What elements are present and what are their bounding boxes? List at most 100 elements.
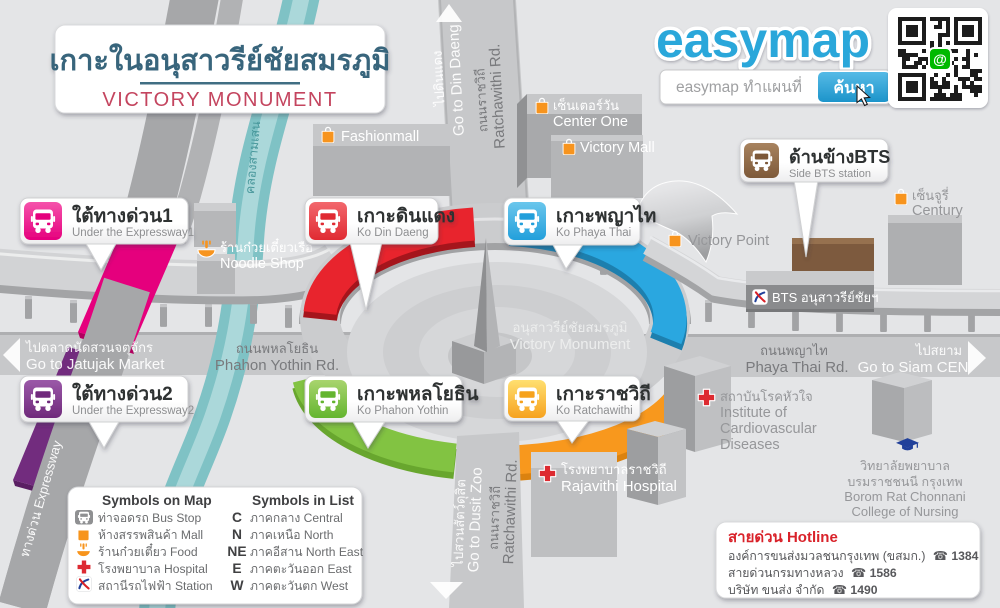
road-siam-th: ไปสยาม bbox=[915, 343, 962, 358]
bus-stop-title: ใต้ทางด่วน2 bbox=[72, 382, 173, 405]
qr-center-label: @ bbox=[933, 51, 947, 67]
bts-station-platform bbox=[746, 271, 874, 312]
legend-map-item: สถานีรถไฟฟ้า Station bbox=[98, 579, 213, 593]
poi-noodle-en: Noodle Shop bbox=[220, 256, 304, 272]
road-labels: ไปดินแดง Go to Din Daeng ถนนราชวิถี Ratc… bbox=[3, 4, 986, 599]
ratchawithi-road-north bbox=[438, 0, 531, 236]
search-button-label[interactable]: ค้นหา bbox=[833, 79, 874, 97]
road-ratchawithi-s-en: Ratchawithi Rd. bbox=[500, 459, 521, 565]
poi-labels: Fashionmall ร้านก๋วยเตี๋ยวเรือ Noodle Sh… bbox=[197, 96, 966, 519]
search-input-value[interactable]: easymap ทำแผนที่ bbox=[676, 76, 802, 96]
road-phahon-en: Phahon Yothin Rd. bbox=[215, 357, 339, 374]
poi-college-th1: วิทยาลัยพยาบาล bbox=[860, 459, 950, 473]
hotline-title: สายด่วน Hotline bbox=[728, 529, 838, 546]
poi-institute-en3: Diseases bbox=[720, 437, 780, 453]
poi-college-th2: บรมราชชนนี กรุงเทพ bbox=[847, 475, 962, 490]
poi-center-one-th: เซ็นเตอร์วัน bbox=[553, 96, 619, 113]
poi-victory-point: Victory Point bbox=[688, 233, 769, 249]
college-building bbox=[872, 372, 932, 442]
road-phaya-th: ถนนพญาไท bbox=[760, 343, 828, 358]
poi-rajavithi-en: Rajavithi Hospital bbox=[561, 478, 677, 495]
arrow-left-icon bbox=[3, 338, 20, 372]
legend-code: W bbox=[230, 578, 244, 593]
line-logo-icon bbox=[928, 47, 952, 71]
bus-stop-title: เกาะดินแดง bbox=[357, 206, 455, 227]
poi-victory-mall: Victory Mall bbox=[580, 140, 655, 156]
bus-stop-card-ko-phahon-yothin: เกาะพหลโยธิน Ko Phahon Yothin bbox=[304, 375, 479, 449]
bus-stop-title: เกาะพหลโยธิน bbox=[357, 382, 479, 405]
road-dindaeng-en: Go to Din Daeng bbox=[445, 24, 468, 136]
poi-college-en1: Borom Rat Chonnani bbox=[844, 489, 966, 504]
institute-buildings bbox=[627, 356, 731, 505]
bus-stop-card-side-bts-station: ด้านข้างBTS Side BTS station bbox=[739, 138, 890, 258]
phone-icon: ☎ bbox=[933, 549, 948, 563]
arrow-down-icon bbox=[430, 582, 463, 599]
poi-century-en: Century bbox=[912, 203, 964, 219]
page-title-en: VICTORY MONUMENT bbox=[102, 89, 337, 111]
legend-station-icon bbox=[76, 576, 92, 592]
legend-list-item: ภาคกลาง Central bbox=[250, 511, 343, 525]
bus-stop-card-ko-phaya-thai: เกาะพญาไท Ko Phaya Thai bbox=[503, 197, 656, 270]
hotline-box: สายด่วน Hotline องค์การขนส่งมวลชนกรุงเทพ… bbox=[715, 521, 981, 599]
poi-rajavithi-th: โรงพยาบาลราชวิถี bbox=[561, 462, 667, 477]
title-underline bbox=[140, 82, 300, 85]
station-icon bbox=[752, 289, 768, 305]
bus-stop-card-under-expressway-1: ใต้ทางด่วน1 Under the Expressway1 bbox=[19, 197, 194, 272]
bus-stop-card-ko-din-daeng: เกาะดินแดง Ko Din Daeng bbox=[304, 197, 455, 311]
bus-stop-title: ด้านข้างBTS bbox=[789, 147, 890, 167]
road-phahon-th: ถนนพหลโยธิน bbox=[236, 341, 318, 356]
title-card: เกาะในอนุสาวรีย์ชัยสมรภูมิ VICTORY MONUM… bbox=[50, 24, 391, 114]
bus-stop-title: เกาะราชวิถี bbox=[556, 383, 651, 405]
bus-stop-title: เกาะพญาไท bbox=[556, 204, 656, 227]
ground-roads bbox=[0, 0, 1000, 377]
road-ratchawithi-n-th: ถนนราชวิถี bbox=[472, 68, 490, 133]
poi-institute-en1: Institute of bbox=[720, 405, 788, 421]
hotline-line: สายด่วนกรมทางหลวง ☎ 1586 bbox=[728, 566, 897, 580]
legend-list-item: ภาคตะวันตก West bbox=[250, 579, 349, 593]
legend-code: C bbox=[232, 510, 242, 525]
arrow-right-icon bbox=[968, 341, 986, 375]
poi-bts-station: BTS อนุสาวรีย์ชัยฯ bbox=[772, 290, 878, 306]
road-phaya-en: Phaya Thai Rd. bbox=[745, 359, 848, 376]
legend-map-item: โรงพยาบาล Hospital bbox=[98, 562, 208, 576]
legend-box: Symbols on Map Symbols in List ท่าจอดรถ … bbox=[67, 486, 364, 605]
legend-map-item: ห้างสรรพสินค้า Mall bbox=[98, 528, 203, 542]
easymap-logo: easymap bbox=[656, 12, 870, 68]
arrow-up-icon bbox=[436, 4, 462, 22]
century-building bbox=[888, 215, 962, 285]
poi-fashionmall: Fashionmall bbox=[341, 129, 419, 145]
bus-stop-card-under-expressway-2: ใต้ทางด่วน2 Under the Expressway2 bbox=[19, 375, 194, 450]
mouse-cursor-icon bbox=[856, 84, 871, 107]
bus-stop-subtitle: Under the Expressway1 bbox=[72, 227, 194, 239]
legend-map-item: ท่าจอดรถ Bus Stop bbox=[98, 511, 201, 525]
legend-list-item: ภาคอีสาน North East bbox=[250, 545, 364, 559]
legend-map-item: ร้านก๋วยเตี๋ยว Food bbox=[98, 542, 198, 559]
hotline-line: องค์การขนส่งมวลชนกรุงเทพ (ขสมก.) ☎ 1384 bbox=[728, 549, 979, 564]
page-title-th: เกาะในอนุสาวรีย์ชัยสมรภูมิ bbox=[50, 43, 391, 78]
legend-code: E bbox=[232, 561, 241, 576]
legend-code: NE bbox=[227, 544, 246, 559]
bus-stop-subtitle: Ko Din Daeng bbox=[357, 227, 429, 239]
legend-code: N bbox=[232, 527, 242, 542]
fashionmall-building bbox=[313, 124, 450, 196]
expressway-overpass bbox=[0, 277, 150, 608]
road-dusit-en: Go to Dusit Zoo bbox=[465, 467, 486, 573]
bus-stop-subtitle: Side BTS station bbox=[789, 168, 871, 180]
canal-label: คลองสามเสน bbox=[243, 120, 263, 194]
brand-area: easymap easymap ทำแผนที่ ค้นหา @ bbox=[652, 8, 988, 108]
ratchawithi-road-south bbox=[449, 432, 524, 608]
road-ratchawithi-s-th: ถนนราชวิถี bbox=[486, 486, 503, 550]
search-button[interactable] bbox=[818, 72, 890, 102]
poi-college-en2: College of Nursing bbox=[852, 504, 959, 519]
bus-stop-subtitle: Ko Ratchawithi bbox=[556, 405, 633, 417]
hotline-line: บริษัท ขนส่ง จำกัด ☎ 1490 bbox=[728, 583, 878, 597]
road-jatujak-en: Go to Jatujak Market bbox=[26, 356, 165, 373]
legend-header-list: Symbols in List bbox=[252, 493, 354, 508]
bus-stop-title: ใต้ทางด่วน1 bbox=[72, 204, 173, 227]
legend-bus-stop-icon bbox=[75, 510, 93, 525]
road-ratchawithi-n-en: Ratchawithi Rd. bbox=[486, 43, 508, 149]
poi-noodle-th: ร้านก๋วยเตี๋ยวเรือ bbox=[220, 238, 313, 255]
road-jatujak-th: ไปตลาดนัดสวนจตุจักร bbox=[25, 340, 153, 356]
monument-label-th: อนุสาวรีย์ชัยสมรภูมิ bbox=[512, 319, 627, 336]
